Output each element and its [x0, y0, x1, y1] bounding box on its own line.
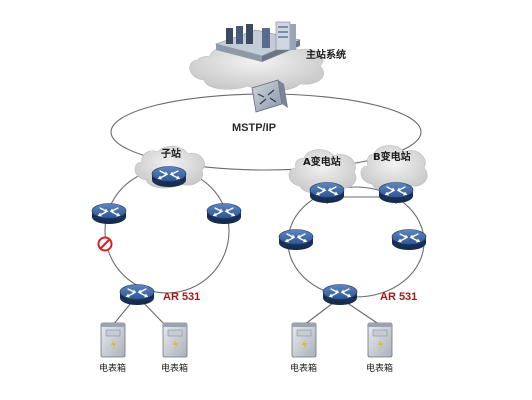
meter-box-label: 电表箱 [99, 362, 126, 374]
meter-box-label: 电表箱 [366, 362, 393, 374]
meter-box-label: 电表箱 [290, 362, 317, 374]
router-to-meter-right-1 [303, 299, 338, 326]
router-icon [378, 181, 414, 204]
mstp-switch-icon [251, 79, 288, 113]
router-icon [91, 202, 127, 225]
router-icon [206, 202, 242, 225]
substation-label: 子站 [161, 147, 181, 160]
router-icon [278, 228, 314, 251]
router-icon [119, 283, 155, 306]
station-b-cloud [360, 145, 428, 193]
router-icon [151, 165, 187, 188]
blocked-port-icon [97, 236, 113, 252]
router-to-meter-right-2 [342, 299, 381, 326]
meter-box-icon [367, 322, 393, 358]
router-right-label: AR 531 [380, 291, 417, 303]
meter-box-icon [291, 322, 317, 358]
meter-box-icon [100, 322, 126, 358]
station-a-cloud [288, 149, 357, 195]
meter-box-label: 电表箱 [161, 362, 188, 374]
server-rack-icon [214, 21, 301, 62]
router-icon [309, 181, 345, 204]
router-icon [322, 283, 358, 306]
master-station-label: 主站系统 [306, 48, 346, 61]
meter-box-icon [162, 322, 188, 358]
station-b-label: B变电站 [373, 150, 411, 163]
router-icon [391, 228, 427, 251]
router-left-label: AR 531 [163, 291, 200, 303]
network-label: MSTP/IP [232, 122, 276, 134]
station-a-label: A变电站 [303, 155, 341, 168]
